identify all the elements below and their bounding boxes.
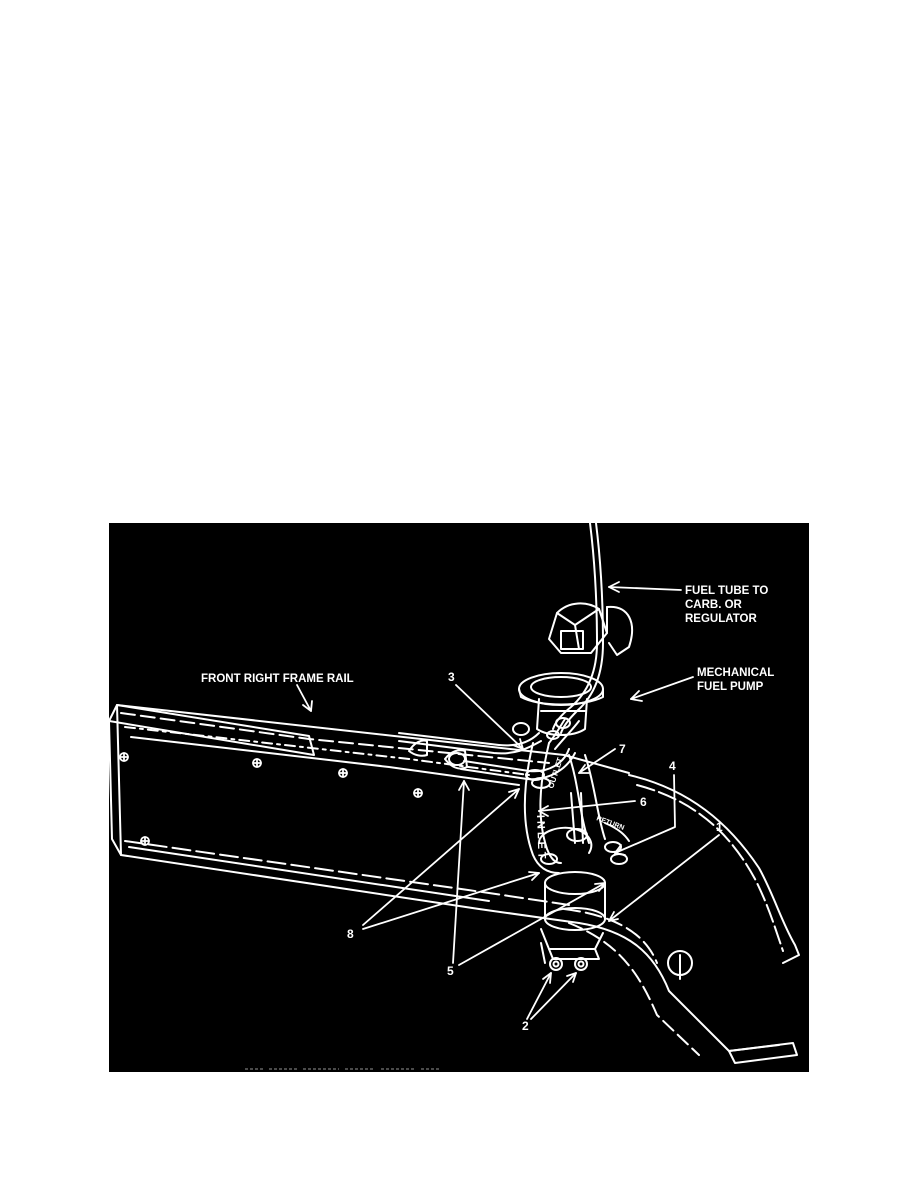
hose-text-return: RETURN	[595, 815, 625, 832]
pump-label: MECHANICAL FUEL PUMP	[697, 667, 777, 693]
bolt	[549, 957, 563, 971]
rail-hole	[140, 836, 150, 846]
callout-3: 3	[448, 670, 455, 684]
mounting-bolts	[549, 957, 588, 971]
callout-1: 1	[716, 820, 723, 834]
fuel-tube-label: FUEL TUBE TO CARB. OR REGULATOR	[685, 585, 771, 625]
fuel-tube-label-line3: REGULATOR	[685, 613, 757, 625]
callout-5: 5	[447, 964, 454, 978]
callout-2: 2	[522, 1019, 529, 1033]
callout-6: 6	[640, 795, 647, 809]
rail-holes	[119, 752, 423, 846]
pump-label-line2: FUEL PUMP	[697, 681, 764, 693]
bolt	[574, 957, 588, 971]
rail-hole	[338, 768, 348, 778]
frame-rail	[109, 704, 800, 1064]
mechanical-fuel-pump	[518, 602, 633, 964]
fuel-tube-label-line2: CARB. OR	[685, 599, 743, 611]
frame-rail-label: FRONT RIGHT FRAME RAIL	[201, 673, 354, 685]
callout-8: 8	[347, 927, 354, 941]
callout-7: 7	[619, 742, 626, 756]
rail-hole	[252, 758, 262, 768]
fuel-tube-to-carb	[552, 523, 604, 734]
fuel-pump-diagram: INLET OUTLET RETURN	[109, 523, 809, 1072]
diagram-drawing: INLET OUTLET RETURN	[109, 523, 800, 1070]
rail-hole	[119, 752, 129, 762]
pump-label-line1: MECHANICAL	[697, 667, 774, 679]
rail-hole	[413, 788, 423, 798]
fuel-tube-label-line1: FUEL TUBE TO	[685, 585, 768, 597]
fuel-lines	[398, 718, 630, 874]
callout-4: 4	[669, 759, 676, 773]
leader-lines	[296, 581, 720, 1020]
